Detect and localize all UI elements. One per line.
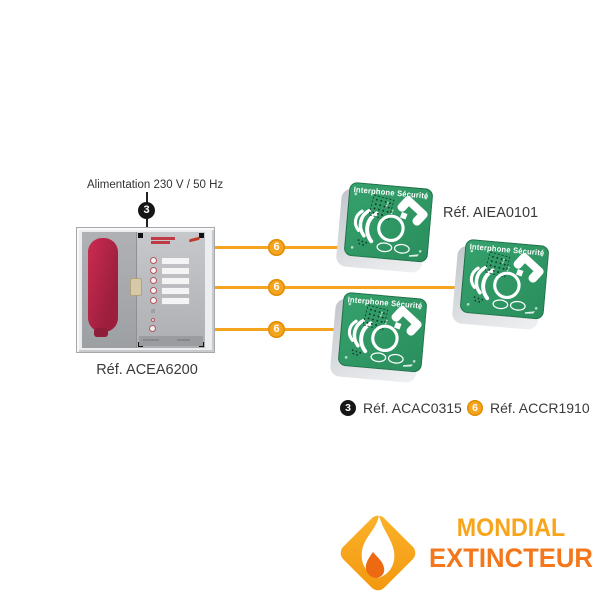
zone-button: [150, 287, 157, 294]
zone-button-rows: [150, 257, 189, 307]
brand-wordmark: MONDIAL EXTINCTEUR: [424, 516, 598, 572]
intercom-unit-face: Interphone Sécurité: [459, 238, 550, 320]
zone-button: [150, 257, 157, 264]
cable-line-middle: [212, 286, 463, 289]
intercom-unit-right: Interphone Sécurité: [451, 238, 551, 332]
intercom-unit-bottom: Interphone Sécurité: [329, 291, 429, 385]
intercom-unit-face: Interphone Sécurité: [343, 181, 434, 263]
door-strip-mark: [143, 339, 159, 341]
zone-button-row: [150, 277, 189, 284]
zone-button: [150, 297, 157, 304]
legend-badge-3: 3: [340, 400, 356, 416]
zone-button-row: [150, 287, 189, 294]
panel-brand-logo-bar: [151, 237, 175, 240]
zone-label-strip: [162, 267, 189, 274]
corner-screw: [199, 233, 204, 238]
intercom-ref-label: Réf. AIEA0101: [443, 205, 539, 221]
door-key-switch: [149, 325, 156, 332]
cable-badge-bottom: 6: [268, 321, 285, 338]
zone-label-strip: [162, 257, 189, 264]
zone-button-row: [150, 267, 189, 274]
cable-badge-top: 6: [268, 239, 285, 256]
panel-cavity: [82, 232, 138, 348]
brand-name-line2: EXTINCTEUR: [429, 543, 593, 573]
power-supply-label: Alimentation 230 V / 50 Hz: [87, 179, 224, 191]
brand-flame-icon: [361, 515, 395, 578]
door-strip-mark: [177, 339, 190, 341]
legend-item-intercom-cable: 6 Réf. ACCR1910: [467, 400, 590, 416]
zone-button: [150, 267, 157, 274]
panel-latch: [130, 278, 142, 296]
zone-label-strip: [162, 297, 189, 304]
power-cable-badge: 3: [138, 202, 155, 219]
panel-door: [136, 232, 205, 348]
door-indicator: [151, 309, 155, 313]
intercom-face-art: [339, 293, 427, 372]
door-indicator-dot: [151, 318, 155, 322]
handset-cord: [94, 328, 108, 337]
legend-label: Réf. ACCR1910: [490, 400, 590, 416]
panel-brand-swoosh: [189, 236, 200, 243]
intercom-face-art: [345, 183, 433, 262]
corner-screw: [138, 233, 143, 238]
intercom-unit-face: Interphone Sécurité: [337, 291, 428, 373]
zone-button-row: [150, 257, 189, 264]
panel-brand-logo-bar: [151, 241, 170, 244]
legend-item-power-cable: 3 Réf. ACAC0315: [340, 400, 462, 416]
panel-brand-logo: [151, 237, 177, 247]
zone-label-strip: [162, 287, 189, 294]
door-bottom-strip: [139, 336, 203, 346]
legend-badge-6: 6: [467, 400, 483, 416]
zone-button: [150, 277, 157, 284]
intercom-unit-top: Interphone Sécurité: [335, 181, 435, 275]
zone-label-strip: [162, 277, 189, 284]
red-handset: [88, 238, 118, 332]
zone-button-row: [150, 297, 189, 304]
intercom-face-art: [461, 240, 549, 319]
legend-label: Réf. ACAC0315: [363, 400, 462, 416]
cable-badge-middle: 6: [268, 279, 285, 296]
control-panel: [76, 227, 215, 353]
panel-ref-label: Réf. ACEA6200: [96, 362, 198, 378]
brand-name-line1: MONDIAL: [456, 514, 566, 542]
